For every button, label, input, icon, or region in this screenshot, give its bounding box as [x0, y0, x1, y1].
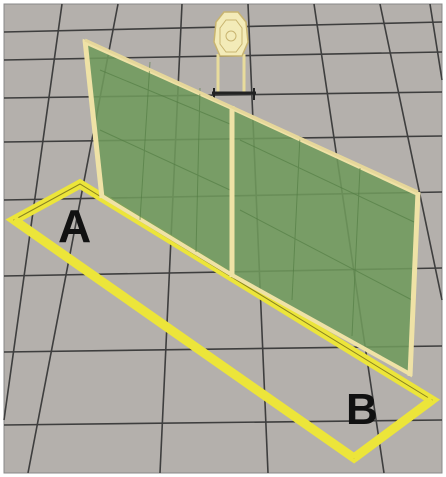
shooting-target-icon — [212, 11, 256, 100]
zone-label-a: A — [58, 200, 91, 252]
shooting-box-front-edge — [11, 216, 435, 462]
zone-label-b: B — [346, 385, 378, 434]
glass-wall — [82, 38, 421, 378]
